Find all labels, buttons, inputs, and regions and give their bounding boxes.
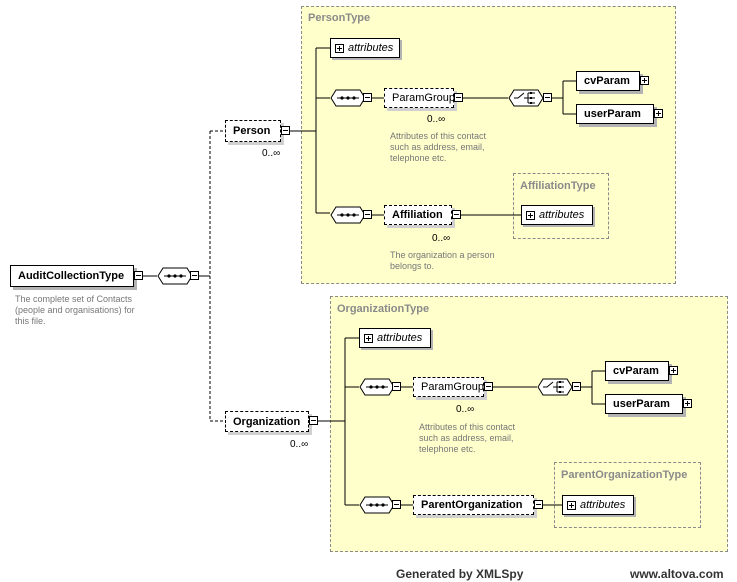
collapse-icon[interactable]: [134, 271, 143, 280]
org-param-group-element[interactable]: ParamGroup: [413, 377, 484, 397]
collapse-icon[interactable]: [534, 500, 543, 509]
generated-by-label: Generated by XMLSpy: [396, 567, 524, 581]
collapse-icon[interactable]: [454, 93, 463, 102]
organization-label: Organization: [233, 415, 301, 428]
organization-attributes[interactable]: attributes: [359, 328, 431, 348]
altova-site-label: www.altova.com: [630, 567, 724, 581]
collapse-icon[interactable]: [190, 271, 199, 280]
person-type-label: PersonType: [308, 12, 371, 24]
expand-icon[interactable]: [669, 366, 678, 375]
sequence-compositor-icon[interactable]: [330, 89, 366, 107]
param-group-occurrence: 0..∞: [427, 114, 446, 125]
org-param-group-occurrence: 0..∞: [456, 404, 475, 415]
collapse-icon[interactable]: [281, 126, 290, 135]
parent-organization-element[interactable]: ParentOrganization: [413, 495, 534, 515]
sequence-compositor-icon[interactable]: [359, 378, 395, 396]
affiliation-occurrence: 0..∞: [432, 233, 451, 244]
expand-icon[interactable]: [683, 399, 692, 408]
expand-icon[interactable]: [640, 76, 649, 85]
audit-collection-type-node[interactable]: AuditCollectionType: [10, 265, 134, 287]
sequence-compositor-icon[interactable]: [330, 206, 366, 224]
audit-collection-type-label: AuditCollectionType: [18, 270, 125, 282]
collapse-icon[interactable]: [363, 93, 372, 102]
org-user-param-element[interactable]: userParam: [605, 394, 683, 414]
person-element[interactable]: Person: [225, 120, 281, 142]
affiliation-attributes[interactable]: attributes: [521, 205, 593, 225]
expand-icon[interactable]: [654, 109, 663, 118]
collapse-icon[interactable]: [543, 93, 552, 102]
cv-param-element[interactable]: cvParam: [576, 71, 640, 91]
collapse-icon[interactable]: [572, 382, 581, 391]
sequence-compositor-icon[interactable]: [359, 496, 395, 514]
sequence-compositor-icon[interactable]: [157, 267, 193, 285]
person-occurrence: 0..∞: [262, 148, 281, 159]
collapse-icon[interactable]: [484, 382, 493, 391]
organization-type-label: OrganizationType: [337, 303, 430, 315]
organization-occurrence: 0..∞: [290, 439, 309, 450]
collapse-icon[interactable]: [452, 210, 461, 219]
collapse-icon[interactable]: [363, 210, 372, 219]
person-attributes[interactable]: attributes: [330, 38, 400, 58]
collapse-icon[interactable]: [392, 500, 401, 509]
parent-organization-type-label: ParentOrganizationType: [561, 469, 688, 481]
user-param-element[interactable]: userParam: [576, 104, 654, 124]
root-annotation: The complete set of Contacts(people and …: [15, 294, 135, 326]
param-group-element[interactable]: ParamGroup: [384, 88, 455, 108]
expand-icon[interactable]: [526, 210, 535, 220]
expand-icon[interactable]: [364, 333, 373, 343]
person-label: Person: [233, 125, 271, 137]
parent-organization-attributes[interactable]: attributes: [562, 495, 634, 515]
org-cv-param-element[interactable]: cvParam: [605, 361, 669, 381]
collapse-icon[interactable]: [392, 382, 401, 391]
choice-compositor-icon[interactable]: [508, 89, 544, 107]
choice-compositor-icon[interactable]: [537, 378, 573, 396]
affiliation-type-label: AffiliationType: [520, 180, 596, 192]
organization-element[interactable]: Organization: [225, 411, 309, 432]
affiliation-element[interactable]: Affiliation: [384, 205, 452, 225]
collapse-icon[interactable]: [309, 416, 318, 425]
expand-icon[interactable]: [567, 500, 576, 510]
expand-icon[interactable]: [335, 43, 344, 53]
